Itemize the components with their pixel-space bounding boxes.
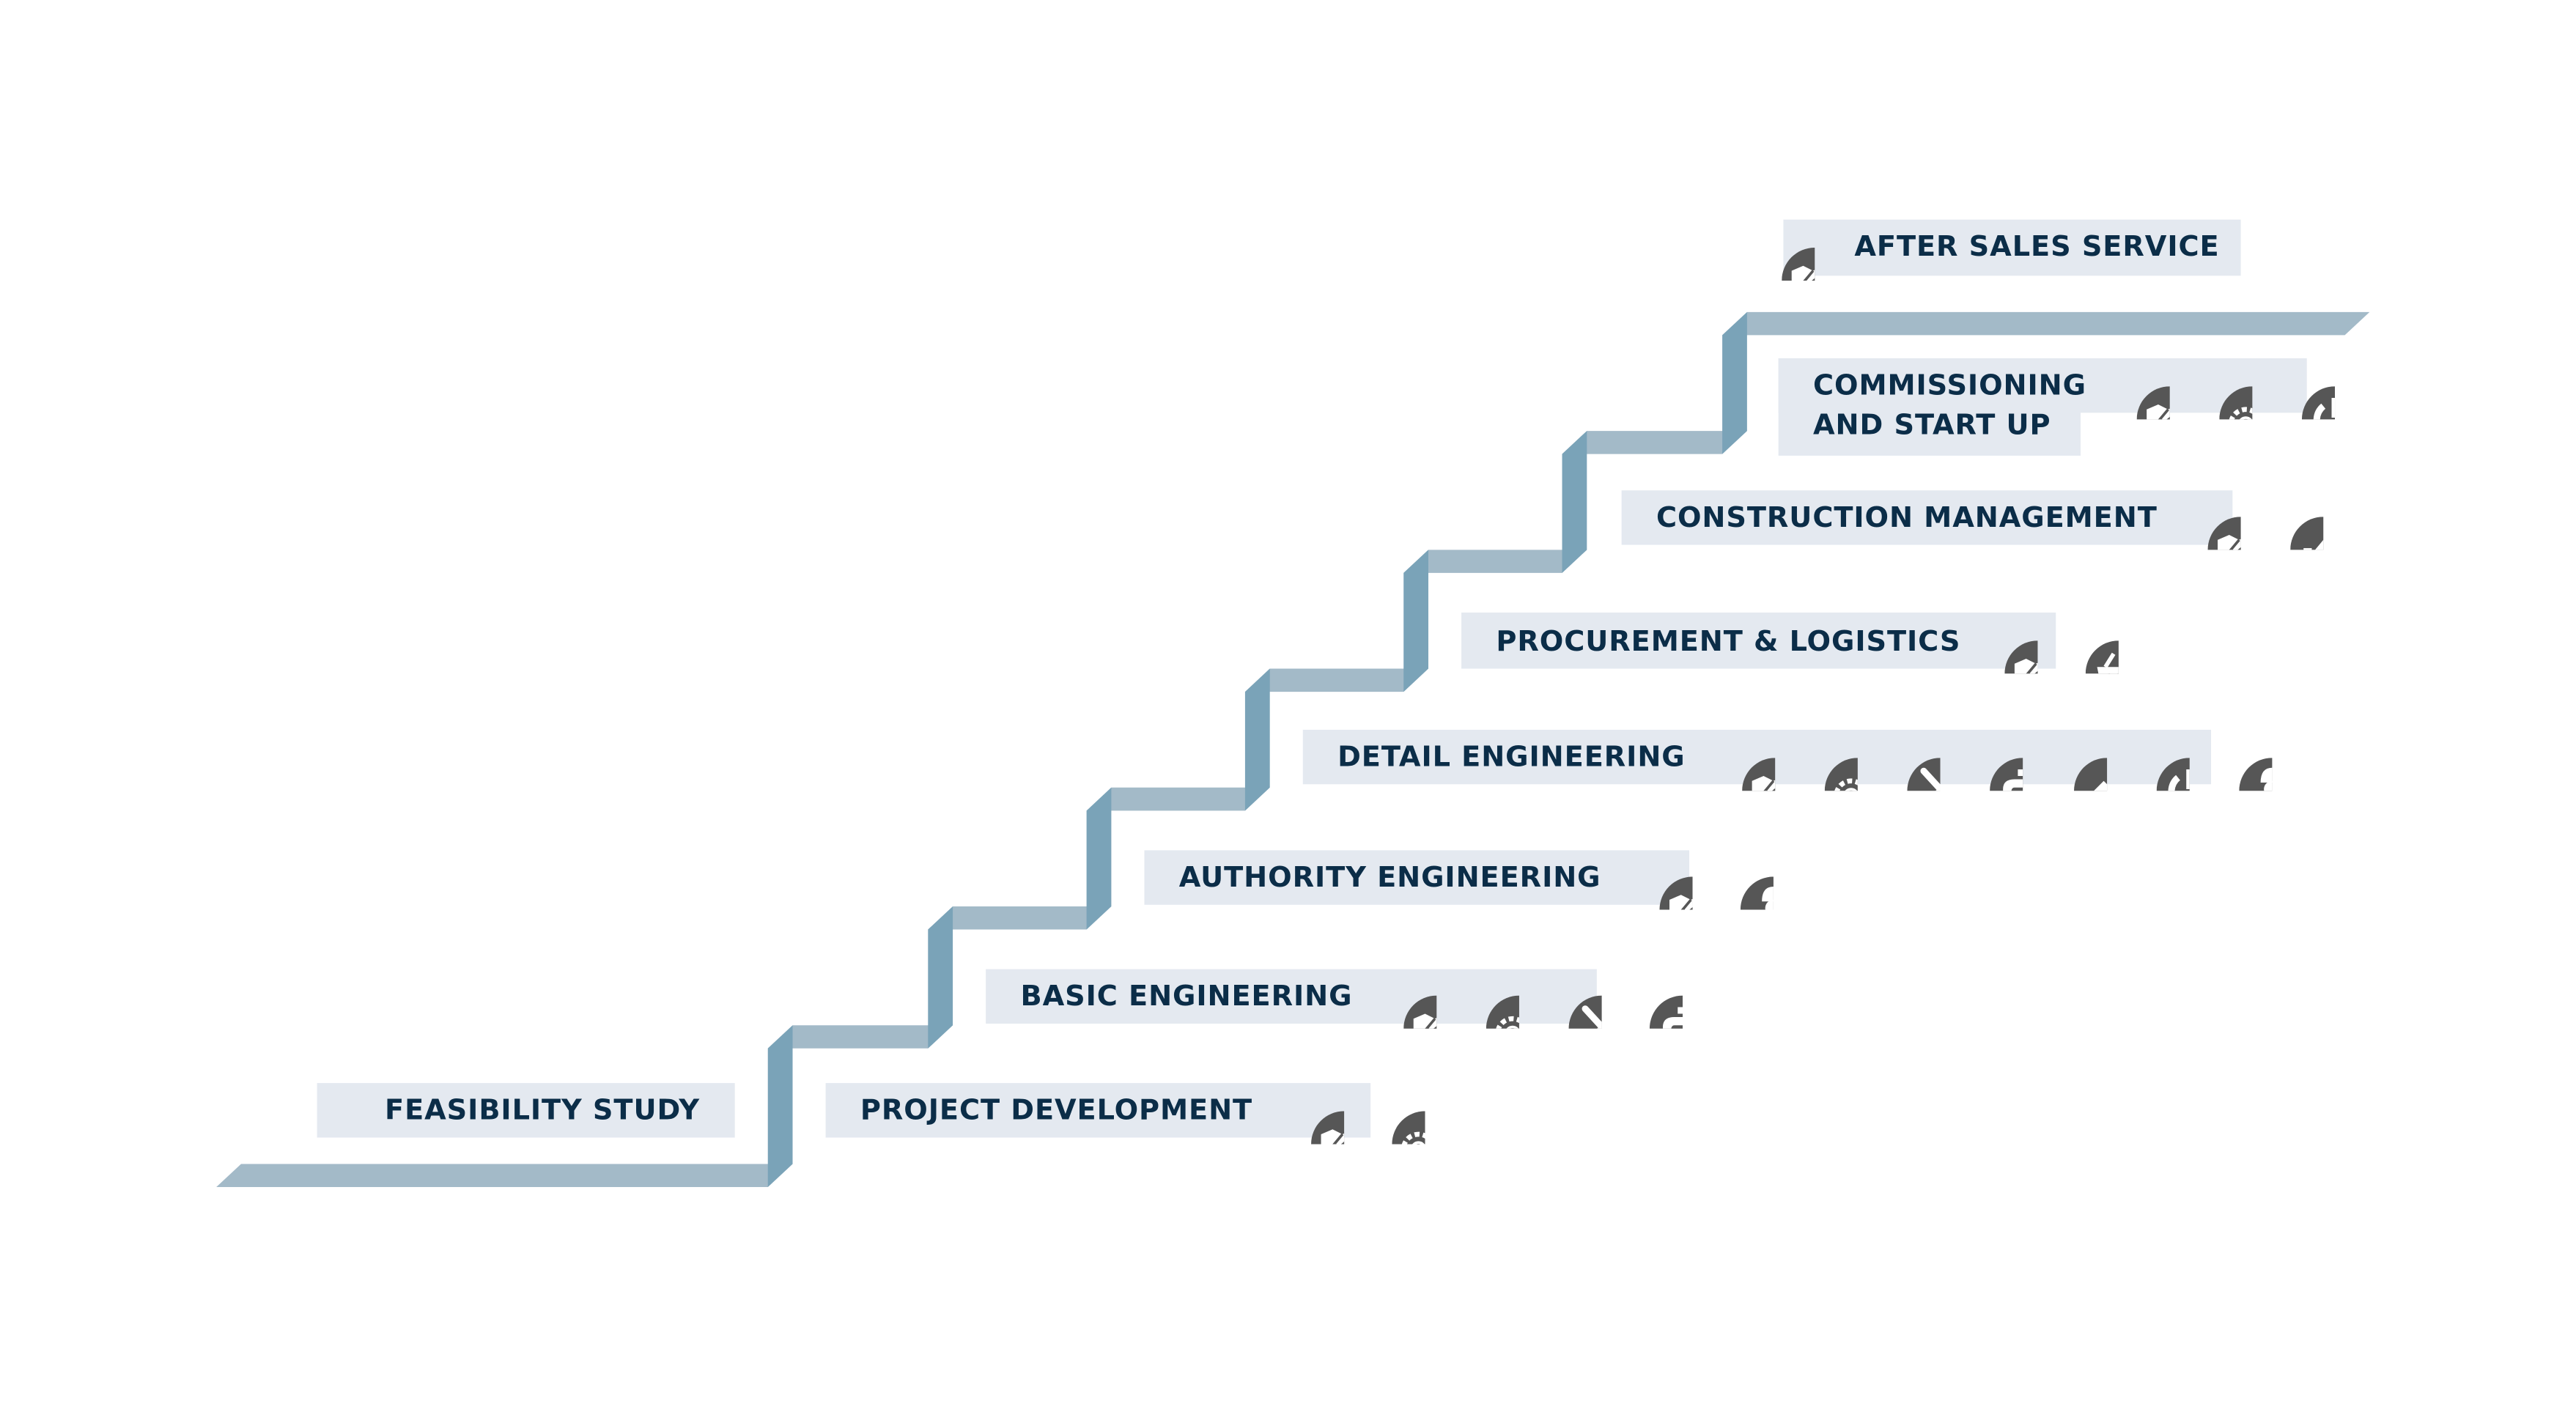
power-icon — [2269, 353, 2335, 419]
handshake-icon — [2104, 353, 2170, 419]
stair-tread — [1244, 668, 1429, 692]
gears-icon — [1359, 1078, 1425, 1144]
stage-label-line: PROCUREMENT & LOGISTICS — [1496, 625, 1961, 659]
stage-label: DETAIL ENGINEERING — [1337, 738, 1686, 777]
tools-icon — [1874, 725, 1940, 791]
handshake-icon — [1709, 725, 1775, 791]
stage-label-line: AND START UP — [1813, 409, 2051, 443]
stair-riser — [1244, 668, 1270, 811]
gears-icon — [2186, 353, 2252, 419]
stage-label: PROCUREMENT & LOGISTICS — [1496, 622, 1960, 662]
tap-icon — [1617, 963, 1683, 1029]
stair-tread — [1722, 311, 2370, 336]
stage-label-background — [1461, 612, 2056, 669]
stage-label: COMMISSIONING AND START UP — [1813, 366, 2086, 446]
handshake-icon — [1626, 843, 1692, 909]
stair-riser — [1722, 311, 1747, 454]
stair-tread — [767, 1025, 953, 1049]
stage-label: BASIC ENGINEERING — [1020, 977, 1352, 1017]
stair-riser — [767, 1025, 793, 1188]
stage-label: AFTER SALES SERVICE — [1854, 228, 2219, 267]
handshake-icon — [1749, 215, 1815, 281]
stage-label-line: PROJECT DEVELOPMENT — [860, 1094, 1253, 1128]
tools-icon — [1535, 963, 1601, 1029]
stage-label-background — [1621, 490, 2233, 545]
stair-tread — [1403, 550, 1587, 573]
stair-riser — [928, 906, 953, 1049]
stage-label-line: AUTHORITY ENGINEERING — [1178, 862, 1601, 895]
stage-label-background — [1144, 850, 1690, 905]
stage-label-line: COMMISSIONING — [1813, 369, 2086, 403]
stair-tread — [216, 1164, 793, 1188]
handshake-icon — [1971, 607, 2037, 673]
stage-label: FEASIBILITY STUDY — [385, 1091, 700, 1131]
stage-label: CONSTRUCTION MANAGEMENT — [1656, 498, 2158, 538]
handshake-icon — [1370, 963, 1436, 1029]
stage-label-background — [825, 1083, 1371, 1138]
stair-riser — [1403, 550, 1429, 692]
stage-label-line: AFTER SALES SERVICE — [1854, 231, 2220, 265]
gears-icon — [1453, 963, 1519, 1029]
stair-tread — [928, 906, 1112, 930]
stair-riser — [1086, 787, 1112, 930]
handshake-icon — [2174, 484, 2240, 550]
power-icon — [2124, 725, 2190, 791]
thumbs-up-icon — [2257, 484, 2323, 550]
stage-label-line: BASIC ENGINEERING — [1020, 980, 1353, 1014]
basket-icon — [2053, 607, 2119, 673]
stage-label-background — [1778, 358, 2307, 413]
worker-icon — [1708, 843, 1774, 909]
worker-icon — [2206, 725, 2272, 791]
stage-label-line: FEASIBILITY STUDY — [384, 1094, 701, 1128]
stair-tread — [1562, 431, 1747, 454]
stage-label-line: DETAIL ENGINEERING — [1337, 741, 1686, 775]
handshake-icon — [1278, 1078, 1344, 1144]
stage-label-background — [1783, 219, 2241, 276]
stage-label-line: CONSTRUCTION MANAGEMENT — [1656, 501, 2158, 536]
plug-icon — [2041, 725, 2107, 791]
tap-icon — [1957, 725, 2023, 791]
gears-icon — [1792, 725, 1858, 791]
stage-label: AUTHORITY ENGINEERING — [1179, 859, 1601, 898]
stair-riser — [1562, 431, 1587, 573]
stage-label-background — [317, 1083, 735, 1138]
stair-tread — [1086, 787, 1270, 811]
stage-label: PROJECT DEVELOPMENT — [860, 1091, 1252, 1131]
